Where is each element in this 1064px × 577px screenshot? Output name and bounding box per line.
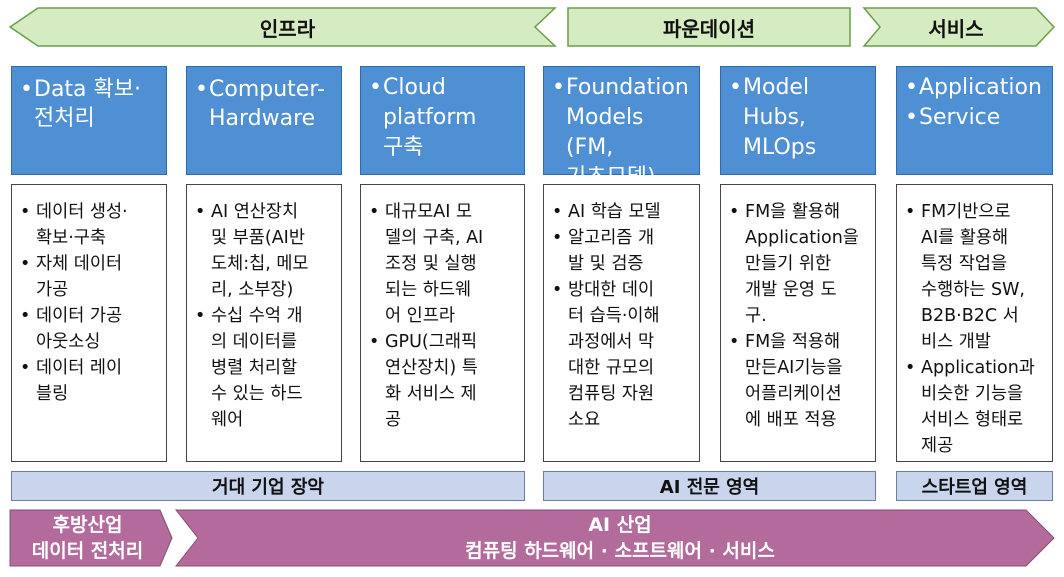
bullet-icon: • <box>369 202 380 222</box>
header-foundation-models: •Foundation Models (FM, 기초모델) <box>543 66 700 190</box>
backend-industry-shape <box>9 509 173 567</box>
bullet-icon: • <box>905 75 918 100</box>
bullet-icon: • <box>195 202 206 222</box>
header-model-hubs: •Model Hubs, MLOps <box>720 66 876 175</box>
bullet-icon: • <box>552 280 563 300</box>
bullet-icon: • <box>552 202 563 222</box>
bullet-icon: • <box>552 75 565 100</box>
foundation-banner <box>567 7 851 47</box>
foundation-banner-label: 파운데이션 <box>663 16 755 41</box>
list-item: •데이터 생성·확보·구축 <box>20 199 160 251</box>
backend-industry-label: 후방산업 데이터 전처리 <box>31 514 144 562</box>
header-data-preprocessing: •Data 확보· 전처리 <box>11 66 167 175</box>
bullet-icon: • <box>20 202 31 222</box>
service-banner-arrow <box>862 7 1056 47</box>
service-banner-label: 서비스 <box>928 16 984 41</box>
bullet-icon: • <box>729 202 740 222</box>
zone-big-company: 거대 기업 장악 <box>11 471 525 501</box>
bullet-icon: • <box>905 105 918 130</box>
bullet-icon: • <box>552 228 563 248</box>
header-computer-hardware: •Computer- Hardware <box>186 66 342 175</box>
bullet-icon: • <box>20 358 31 378</box>
zone-ai-expert: AI 전문 영역 <box>543 471 876 501</box>
header-application-service: •Application •Service <box>896 66 1053 175</box>
bullet-icon: • <box>905 202 916 222</box>
list-item: •AI 학습 모델 <box>552 199 693 225</box>
header-cloud-platform: •Cloud platform 구축 <box>360 66 525 175</box>
bullet-icon: • <box>20 254 31 274</box>
bullet-icon: • <box>729 75 742 100</box>
bullet-icon: • <box>729 332 740 352</box>
bullet-icon: • <box>369 75 382 100</box>
zone-startup: 스타트업 영역 <box>896 471 1053 501</box>
bullet-icon: • <box>20 77 33 102</box>
bullet-icon: • <box>369 332 380 352</box>
bullet-icon: • <box>195 306 206 326</box>
infra-banner-label: 인프라 <box>259 16 316 41</box>
bullet-icon: • <box>20 306 31 326</box>
infra-banner-arrow <box>8 7 557 47</box>
bullet-icon: • <box>195 77 208 102</box>
bullet-icon: • <box>905 358 916 378</box>
ai-industry-arrow <box>174 509 1055 567</box>
ai-industry-label: AI 산업 컴퓨팅 하드웨어 · 소프트웨어 · 서비스 <box>465 514 775 562</box>
